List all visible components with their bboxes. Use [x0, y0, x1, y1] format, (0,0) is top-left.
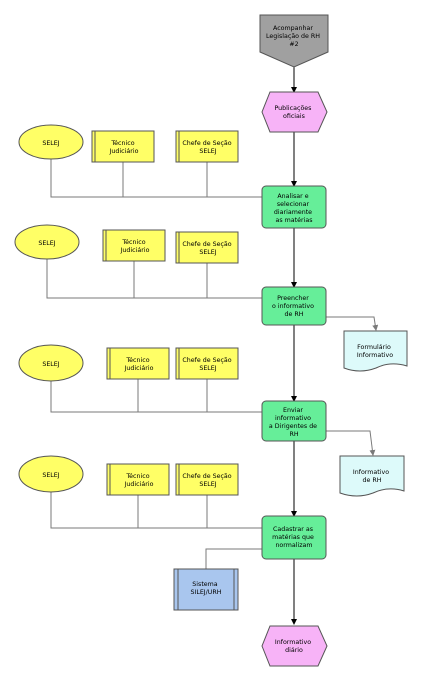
- actor-role-label: Técnico Judiciário: [124, 472, 154, 488]
- start-event-follow-legislation: Acompanhar Legislação de RH #2: [259, 14, 329, 68]
- actor-org-unit-label: SELEJ: [42, 361, 59, 368]
- document-newsletter-form: Formulário Informativo: [343, 330, 408, 372]
- function-analyze-select-matters: Analisar e selecionar diariamente as mat…: [261, 185, 327, 229]
- actor-role-label: Chefe de Seção SELEJ: [182, 473, 233, 488]
- function-send-newsletter: Enviar informativo a Dirigentes de RH: [261, 400, 327, 442]
- actor-role-technician-2: Técnico Judiciário: [102, 229, 166, 262]
- function-label: Cadastrar as matérias que normalizam: [272, 526, 316, 549]
- actor-role-label: Técnico Judiciário: [120, 238, 150, 254]
- event-official-publications: Publicações oficiais: [261, 91, 328, 133]
- actor-role-technician-3: Técnico Judiciário: [106, 347, 170, 380]
- function-fill-hr-newsletter: Preencher o informativo de RH: [261, 286, 327, 326]
- actor-role-label: Chefe de Seção SELEJ: [182, 241, 233, 256]
- actor-role-label: Chefe de Seção SELEJ: [182, 140, 233, 155]
- actor-role-section-chief-1: Chefe de Seção SELEJ: [175, 130, 239, 163]
- actor-role-technician-4: Técnico Judiciário: [106, 463, 170, 496]
- function-label: Analisar e selecionar diariamente as mat…: [274, 193, 314, 224]
- actor-role-section-chief-4: Chefe de Seção SELEJ: [175, 463, 239, 496]
- function-label: Enviar informativo a Dirigentes de RH: [269, 407, 319, 438]
- actor-org-unit-selej-1: SELEJ: [18, 124, 84, 160]
- function-label: Preencher o informativo de RH: [272, 295, 316, 318]
- document-hr-newsletter: Informativo de RH: [339, 455, 405, 497]
- actor-role-label: Técnico Judiciário: [109, 139, 139, 155]
- document-label: Informativo de RH: [353, 469, 391, 484]
- event-official-publications-label: Publicações oficiais: [275, 105, 314, 120]
- actor-org-unit-label: SELEJ: [42, 472, 59, 479]
- actor-connectors: [46, 159, 379, 569]
- actor-org-unit-selej-2: SELEJ: [14, 224, 80, 260]
- actor-org-unit-label: SELEJ: [38, 240, 55, 247]
- event-daily-newsletter-label: Informativo diário: [275, 639, 313, 654]
- actor-role-technician-1: Técnico Judiciário: [91, 130, 155, 163]
- actor-role-section-chief-3: Chefe de Seção SELEJ: [175, 347, 239, 380]
- actor-role-section-chief-2: Chefe de Seção SELEJ: [175, 231, 239, 264]
- system-label: Sistema SILEJ/URH: [190, 581, 221, 596]
- start-event-label: Acompanhar Legislação de RH #2: [266, 25, 322, 48]
- actor-org-unit-label: SELEJ: [42, 140, 59, 147]
- actor-role-label: Chefe de Seção SELEJ: [182, 357, 233, 372]
- document-label: Formulário Informativo: [357, 343, 393, 359]
- actor-role-label: Técnico Judiciário: [124, 356, 154, 372]
- actor-org-unit-selej-4: SELEJ: [18, 455, 84, 493]
- function-register-matters: Cadastrar as matérias que normalizam: [261, 515, 327, 560]
- actor-org-unit-selej-3: SELEJ: [18, 344, 84, 382]
- event-daily-newsletter: Informativo diário: [261, 625, 328, 667]
- application-system-silej-urh: Sistema SILEJ/URH: [173, 568, 239, 611]
